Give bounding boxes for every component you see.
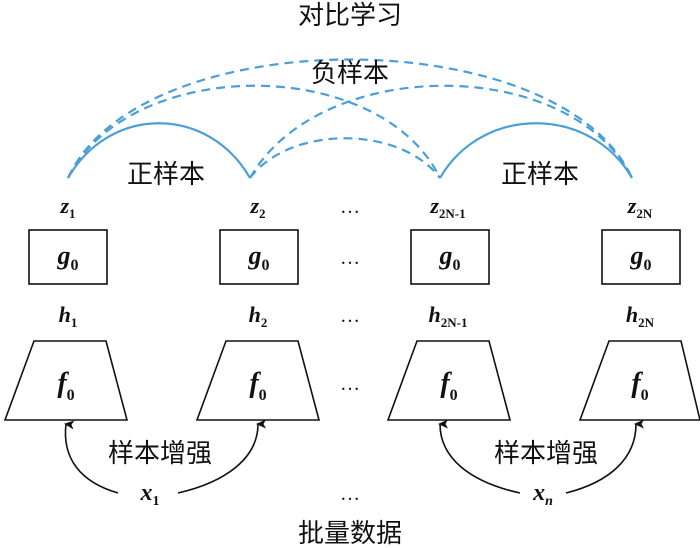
- h-label-2N-1: h2N-1: [429, 302, 468, 330]
- h-label-2: h2: [249, 302, 268, 330]
- f-block-2: [195, 340, 321, 421]
- g-label-2N-1: g0: [439, 241, 461, 274]
- ellipsis-g: …: [340, 247, 360, 269]
- f-label-1: f0: [57, 368, 74, 404]
- f-label-2: f0: [249, 368, 266, 404]
- positive-arc-right: [439, 122, 633, 179]
- ellipsis-x: …: [340, 483, 360, 505]
- x-input-1: x1: [140, 480, 160, 509]
- positive-sample-label-left: 正样本: [127, 160, 205, 190]
- augmentation-label-right: 样本增强: [494, 439, 598, 469]
- f-label-2N-1: f0: [440, 368, 457, 404]
- g-label-2: g0: [248, 241, 270, 274]
- f-label-2N: f0: [631, 368, 648, 404]
- negative-arc-z1-z2N: [67, 58, 633, 179]
- negative-arc-z2-z2N-1: [249, 137, 441, 179]
- g-box-2N: [601, 229, 681, 285]
- z-label-2N-1: z2N-1: [429, 193, 465, 221]
- augment-arrow-left-2: [177, 419, 267, 494]
- h-label-2N: h2N: [626, 302, 655, 330]
- g-box-2: [219, 229, 299, 285]
- ellipsis-z: …: [340, 196, 360, 218]
- augment-arrow-right-1: [438, 419, 521, 494]
- negative-arc-z1-z2N-1: [67, 84, 441, 179]
- positive-arc-left: [67, 122, 251, 179]
- x-input-n: xn: [532, 480, 553, 509]
- batch-data-label: 批量数据: [298, 519, 402, 548]
- g-label-2N: g0: [630, 241, 652, 274]
- g-box-2N-1: [410, 229, 490, 285]
- augment-arrow-left-1: [64, 420, 119, 494]
- negative-sample-label: 负样本: [311, 59, 389, 89]
- h-label-1: h1: [59, 302, 78, 330]
- f-block-2N: [578, 340, 700, 421]
- z-label-1: z1: [59, 193, 75, 221]
- ellipsis-h: …: [340, 305, 360, 327]
- augmentation-label-left: 样本增强: [108, 439, 212, 469]
- ellipsis-f: …: [340, 373, 360, 395]
- g-label-1: g0: [57, 241, 79, 274]
- z-label-2: z2: [249, 193, 265, 221]
- positive-sample-label-right: 正样本: [501, 160, 579, 190]
- f-block-2N-1: [386, 340, 512, 421]
- contrastive-learning-label: 对比学习: [298, 1, 402, 31]
- f-block-1: [3, 340, 129, 421]
- g-box-1: [28, 229, 108, 285]
- z-label-2N: z2N: [627, 193, 653, 221]
- augment-arrow-right-2: [565, 419, 645, 494]
